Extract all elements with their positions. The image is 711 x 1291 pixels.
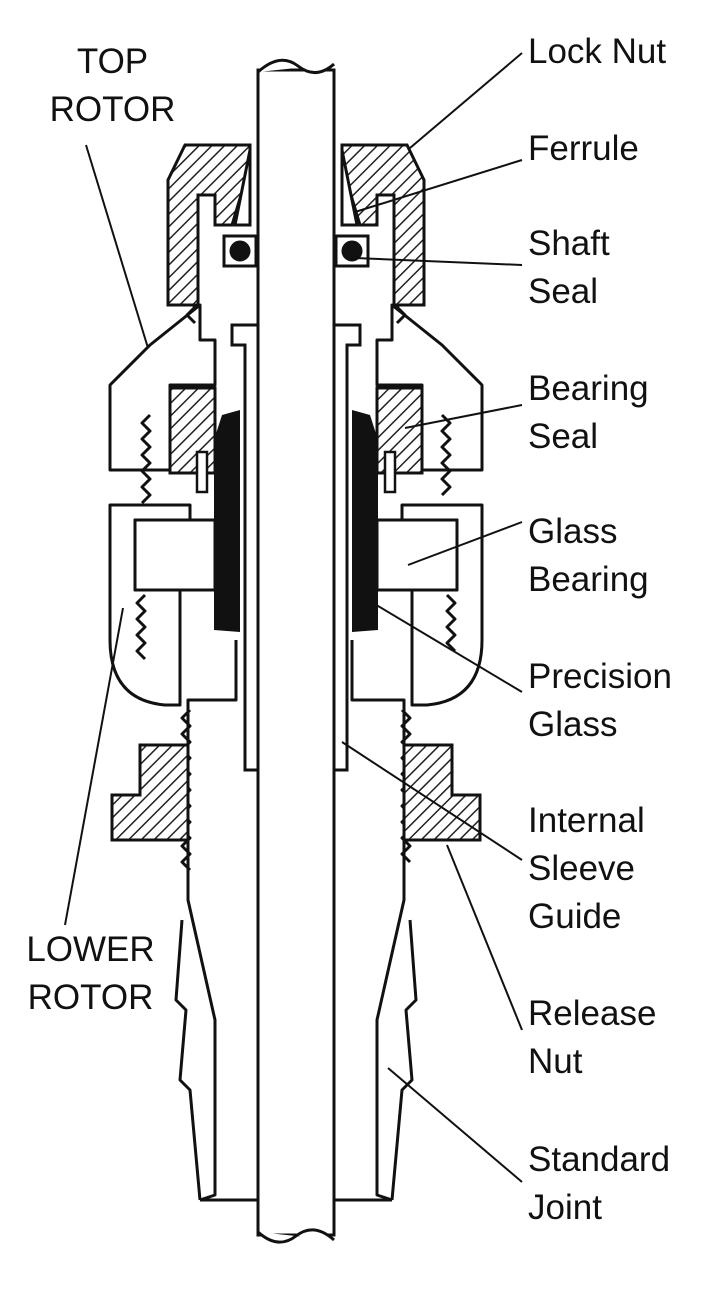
shaft-seal-right-ring (341, 240, 363, 262)
label-glass-bearing-line1: Glass (528, 512, 618, 551)
label-lower-rotor-line1: LOWER (26, 930, 155, 969)
label-shaft-seal-line2: Seal (528, 272, 599, 311)
precision-glass-right (352, 410, 378, 632)
label-lower-rotor-line2: ROTOR (27, 978, 154, 1017)
label-standard-joint: Standard Joint (528, 1136, 670, 1232)
label-internal-sleeve-guide-line2: Sleeve (528, 849, 636, 888)
top-rotor-left (108, 303, 217, 472)
clip-left (195, 450, 209, 494)
leader-precision-glass (367, 599, 523, 693)
label-shaft-seal-line1: Shaft (528, 224, 610, 263)
label-standard-joint-line1: Standard (528, 1140, 671, 1179)
precision-glass-left (214, 410, 240, 632)
shaft-top-break (256, 58, 335, 74)
label-precision-glass-line2: Glass (528, 705, 618, 744)
label-release-nut-line1: Release (528, 994, 657, 1033)
label-glass-bearing-line2: Bearing (528, 560, 649, 599)
lower-rotor-right (400, 503, 484, 707)
release-nut-right (402, 743, 482, 842)
clip-right (383, 450, 397, 494)
glass-bearing-right (375, 518, 459, 592)
leader-release-nut (446, 844, 523, 1031)
leader-bearing-seal (404, 404, 523, 429)
leader-lock-nut (409, 52, 523, 149)
standard-joint-taper-left (174, 919, 202, 1201)
low-thread-right (445, 593, 457, 653)
shaft-bottom-break (256, 1228, 336, 1244)
standard-joint-left-wall (186, 640, 238, 1202)
lower-rotor-left (108, 503, 192, 707)
label-ferrule-line1: Ferrule (528, 129, 639, 168)
low-thread-left (135, 593, 147, 661)
label-internal-sleeve-guide: Internal Sleeve Guide (528, 797, 645, 941)
ferrule-right (340, 149, 359, 227)
label-internal-sleeve-guide-line3: Guide (528, 897, 622, 936)
standard-joint-taper-right (390, 919, 418, 1201)
leader-top-rotor (85, 144, 149, 349)
shaft-seal-left-ring (229, 240, 251, 262)
label-top-rotor: TOP ROTOR (30, 38, 195, 134)
stirrer-shaft (256, 68, 336, 1237)
leader-ferrule (354, 159, 523, 213)
label-precision-glass: Precision Glass (528, 653, 672, 749)
joint-thread-left (180, 708, 192, 872)
label-bearing-seal-line1: Bearing (528, 369, 649, 408)
label-lock-nut-line1: Lock Nut (528, 32, 667, 71)
ferrule-left (233, 149, 252, 227)
label-standard-joint-line2: Joint (528, 1188, 602, 1227)
leader-shaft-seal (354, 257, 523, 266)
label-lock-nut: Lock Nut (528, 28, 666, 76)
label-lower-rotor: LOWER ROTOR (8, 926, 173, 1022)
mid-thread-right (440, 413, 452, 497)
label-release-nut: Release Nut (528, 990, 656, 1086)
top-rotor-right (375, 303, 484, 472)
label-glass-bearing: Glass Bearing (528, 508, 649, 604)
glass-bearing-left (133, 518, 217, 592)
label-internal-sleeve-guide-line1: Internal (528, 801, 645, 840)
standard-joint-right-wall (350, 640, 406, 1202)
label-shaft-seal: Shaft Seal (528, 220, 610, 316)
label-precision-glass-line1: Precision (528, 657, 672, 696)
label-bearing-seal: Bearing Seal (528, 365, 649, 461)
leader-lower-rotor (64, 607, 124, 926)
label-top-rotor-line1: TOP (76, 42, 149, 81)
leader-internal-sleeve-guide (341, 741, 523, 861)
mid-thread-left (140, 413, 152, 505)
release-nut-left (110, 743, 190, 842)
label-bearing-seal-line2: Seal (528, 417, 599, 456)
label-release-nut-line2: Nut (528, 1042, 583, 1081)
leader-standard-joint (387, 1067, 523, 1183)
label-top-rotor-line2: ROTOR (49, 90, 176, 129)
label-ferrule: Ferrule (528, 125, 639, 173)
leader-glass-bearing (407, 521, 523, 566)
